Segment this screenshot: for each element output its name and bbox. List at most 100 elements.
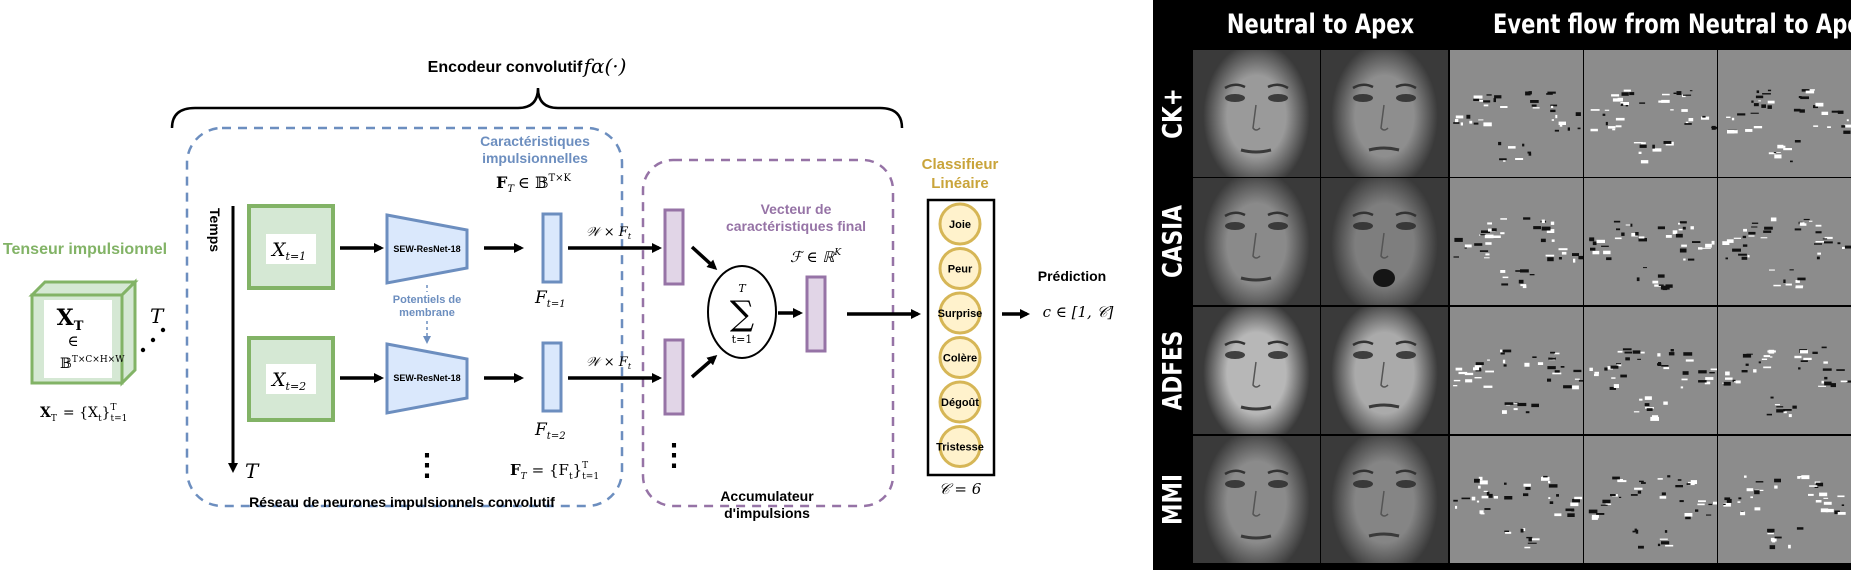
face-neutral-image bbox=[1193, 50, 1320, 177]
event-flow-image bbox=[1718, 307, 1851, 434]
face-apex-image bbox=[1321, 178, 1448, 305]
face-features bbox=[1352, 83, 1417, 152]
ellipsis-accum: ⋮ bbox=[659, 438, 689, 473]
sew-resnet-bottom bbox=[385, 342, 469, 415]
classifier-title-2: Linéaire bbox=[931, 175, 989, 192]
face-features bbox=[1352, 211, 1417, 287]
event-flow-marks bbox=[1726, 89, 1851, 163]
sum-top: T bbox=[738, 282, 747, 295]
weight-bottom-label: 𝒲 × Ft bbox=[586, 355, 632, 371]
face-features bbox=[1224, 83, 1289, 154]
event-flow-marks bbox=[1723, 475, 1846, 550]
event-flow-image bbox=[1450, 50, 1583, 177]
class-label: Colère bbox=[943, 353, 977, 365]
class-label: Dégoût bbox=[941, 397, 979, 409]
class-node bbox=[938, 425, 982, 468]
prediction-math: c ∈ [1, 𝒞] bbox=[1043, 303, 1114, 321]
face-features bbox=[1224, 469, 1289, 540]
input-cube-in: ∈ bbox=[67, 332, 78, 350]
face-features bbox=[1352, 469, 1417, 538]
face-features bbox=[1224, 340, 1289, 411]
event-flow-marks bbox=[1453, 475, 1583, 549]
accumulator-label-1: Accumulateur bbox=[720, 488, 814, 504]
membrane-label-1: Potentiels de bbox=[393, 294, 461, 306]
face-features bbox=[1352, 340, 1417, 409]
input-frame-t2-label-bg bbox=[266, 364, 316, 394]
face-features bbox=[1224, 211, 1289, 282]
event-flow-image bbox=[1718, 436, 1851, 563]
dataset-row-label: CASIA bbox=[1157, 204, 1189, 278]
time-axis-label: Temps bbox=[207, 208, 223, 252]
header-event-flow: Event flow from Neutral to Apex bbox=[1493, 9, 1851, 40]
class-label: Joie bbox=[949, 219, 971, 231]
snn-region bbox=[185, 126, 624, 508]
face-apex-image bbox=[1321, 50, 1448, 177]
event-flow-marks bbox=[1589, 348, 1717, 421]
event-flow-image bbox=[1584, 436, 1717, 563]
event-flow-image bbox=[1450, 436, 1583, 563]
arrow-to-sum-top bbox=[690, 245, 718, 271]
class-label: Tristesse bbox=[936, 442, 984, 454]
snn-label: Réseau de neurones impulsionnels convolu… bbox=[249, 494, 555, 510]
accumulator-region bbox=[641, 158, 895, 508]
face-neutral-image bbox=[1193, 307, 1320, 434]
features-math: FT∈ 𝔹T×K bbox=[496, 173, 572, 195]
features-title-1: Caractéristiques bbox=[480, 133, 590, 149]
class-label: Peur bbox=[948, 264, 973, 276]
dataset-row-label: ADFES bbox=[1157, 330, 1189, 410]
arrow-to-sum-bottom bbox=[690, 355, 718, 379]
class-node bbox=[938, 202, 982, 246]
accumulator-label-2: d'impulsions bbox=[724, 505, 810, 521]
encoder-brace bbox=[170, 87, 904, 129]
final-math: ℱ ∈ ℝK bbox=[790, 248, 842, 266]
event-flow-marks bbox=[1453, 91, 1581, 162]
sum-bottom: t=1 bbox=[732, 333, 753, 346]
final-title-1: Vecteur de bbox=[761, 201, 832, 217]
sum-node bbox=[707, 265, 777, 359]
feature-f1-label: Ft=1 bbox=[534, 288, 566, 310]
accum-bar-top bbox=[663, 208, 685, 286]
classes-count: 𝒞 = 6 bbox=[939, 480, 982, 498]
input-title: Tenseur impulsionnel bbox=[3, 241, 167, 258]
dataset-row-label: MMI bbox=[1157, 473, 1189, 525]
input-frame-t1-label-bg bbox=[266, 234, 316, 264]
features-title-2: impulsionnelles bbox=[482, 150, 588, 166]
event-flow-image bbox=[1584, 307, 1717, 434]
sew-resnet-top bbox=[385, 213, 469, 285]
event-flow-marks bbox=[1453, 349, 1583, 414]
dataset-row-label: CK+ bbox=[1157, 87, 1189, 139]
event-flow-marks bbox=[1589, 220, 1715, 291]
time-axis-T: T bbox=[245, 459, 260, 483]
classifier-title-1: Classifieur bbox=[922, 156, 999, 173]
membrane-label-2: membrane bbox=[399, 307, 455, 319]
input-cube bbox=[28, 278, 139, 387]
event-flow-marks bbox=[1590, 89, 1717, 164]
dataset-figure: Neutral to Apex Event flow from Neutral … bbox=[1153, 0, 1851, 570]
accum-bar-bottom bbox=[663, 338, 685, 416]
feature-f2-label: Ft=2 bbox=[534, 420, 566, 442]
event-flow-marks bbox=[1722, 217, 1851, 289]
face-apex-image bbox=[1321, 436, 1448, 563]
event-flow-marks bbox=[1722, 346, 1851, 418]
event-flow-image bbox=[1718, 178, 1851, 305]
class-label: Surprise bbox=[938, 308, 983, 320]
final-vector bbox=[805, 275, 827, 353]
final-title-2: caractéristiques final bbox=[726, 218, 866, 234]
event-flow-image bbox=[1584, 178, 1717, 305]
input-frame-t2-label: Xt=2 bbox=[270, 369, 306, 393]
input-cube-space: 𝔹T×C×H×W bbox=[60, 355, 125, 372]
face-neutral-image bbox=[1193, 436, 1320, 563]
pipeline-diagram: Encodeur convolutif fα(·) Tenseur impuls… bbox=[3, 54, 1114, 521]
event-flow-image bbox=[1584, 50, 1717, 177]
face-neutral-image bbox=[1193, 178, 1320, 305]
event-flow-marks bbox=[1588, 475, 1717, 549]
class-node bbox=[938, 336, 982, 379]
encoder-label: Encodeur convolutif bbox=[428, 59, 583, 76]
event-flow-image bbox=[1450, 307, 1583, 434]
ellipsis-snn: ⋮ bbox=[412, 448, 442, 483]
event-flow-image bbox=[1718, 50, 1851, 177]
input-depth-dots bbox=[140, 327, 166, 353]
